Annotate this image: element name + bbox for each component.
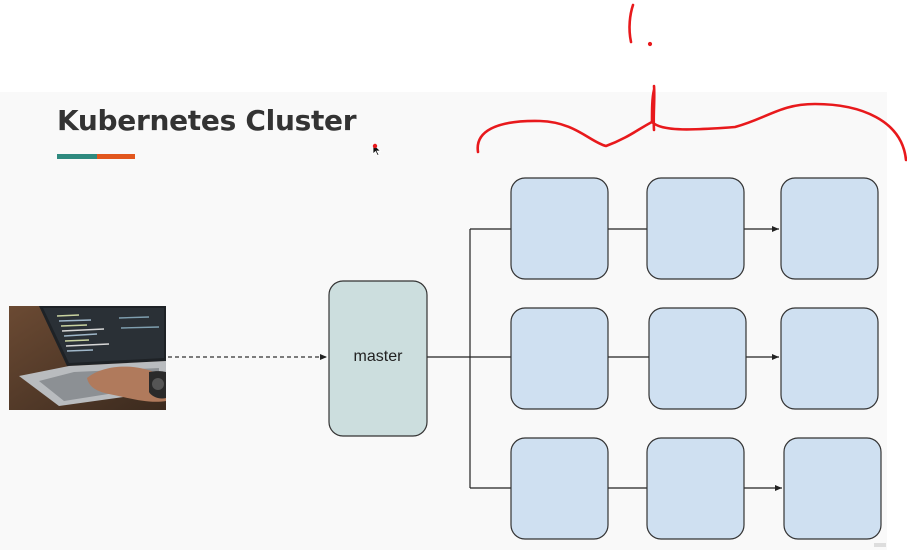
laptop-photo (9, 306, 166, 410)
laptop-illustration (9, 306, 166, 410)
master-label: master (353, 348, 403, 365)
title-underline-orange (97, 154, 135, 159)
cursor-icon (372, 143, 382, 162)
corner-mark (874, 543, 886, 547)
title-underline-teal (57, 154, 97, 159)
slide-title: Kubernetes Cluster (57, 104, 357, 137)
